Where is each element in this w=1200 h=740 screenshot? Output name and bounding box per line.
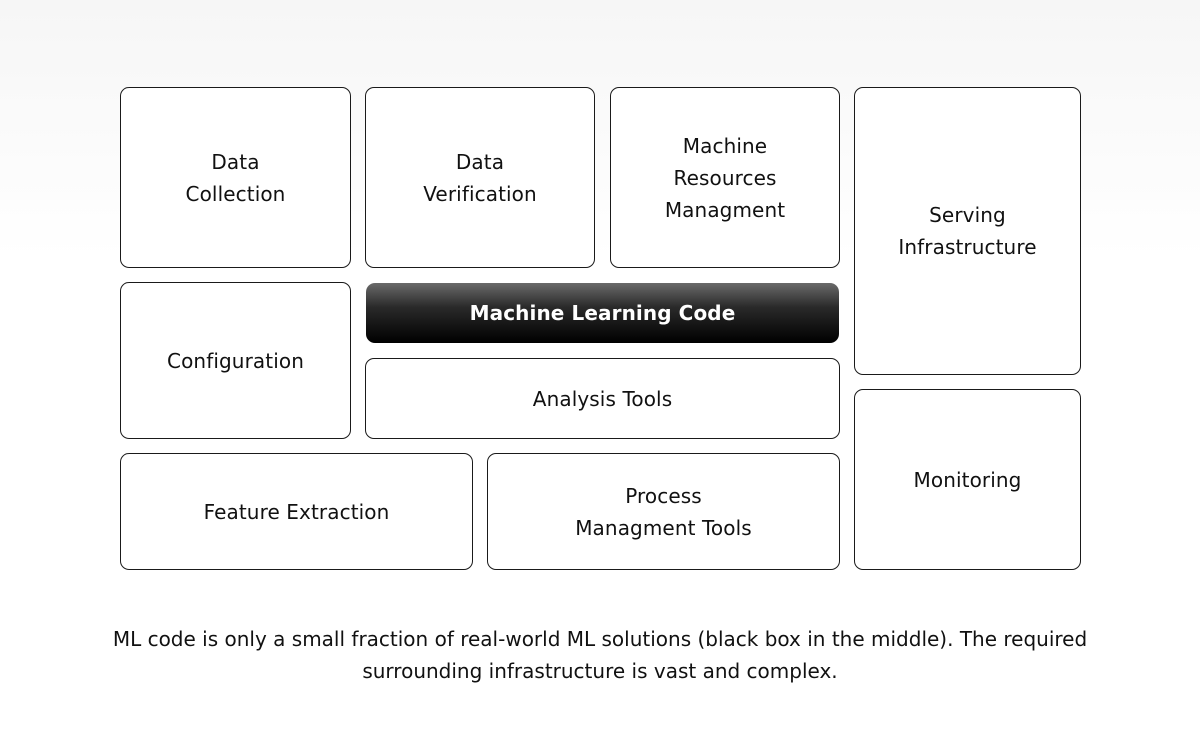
block-machine-resources-management: Machine Resources Managment xyxy=(610,87,840,268)
block-process-management-tools: Process Managment Tools xyxy=(487,453,840,570)
block-machine-learning-code: Machine Learning Code xyxy=(366,283,839,343)
block-label: Data Collection xyxy=(185,149,286,206)
block-label: Monitoring xyxy=(913,467,1022,492)
diagram-caption: ML code is only a small fraction of real… xyxy=(112,627,1088,683)
block-label: Data Verification xyxy=(423,149,537,206)
block-label: Serving Infrastructure xyxy=(898,203,1037,259)
block-data-verification: Data Verification xyxy=(365,87,595,268)
block-label: Feature Extraction xyxy=(203,499,390,524)
block-label: Machine Learning Code xyxy=(469,301,736,325)
block-label: Process Managment Tools xyxy=(575,483,752,540)
block-monitoring: Monitoring xyxy=(854,389,1081,570)
block-label: Configuration xyxy=(167,348,304,373)
ml-system-diagram: Data Collection Data Verification Machin… xyxy=(120,87,1081,570)
block-label: Analysis Tools xyxy=(532,386,673,411)
block-data-collection: Data Collection xyxy=(120,87,351,268)
block-feature-extraction: Feature Extraction xyxy=(120,453,473,570)
block-serving-infrastructure: Serving Infrastructure xyxy=(854,87,1081,375)
block-configuration: Configuration xyxy=(120,282,351,439)
block-analysis-tools: Analysis Tools xyxy=(365,358,840,439)
block-label: Machine Resources Managment xyxy=(664,133,786,222)
